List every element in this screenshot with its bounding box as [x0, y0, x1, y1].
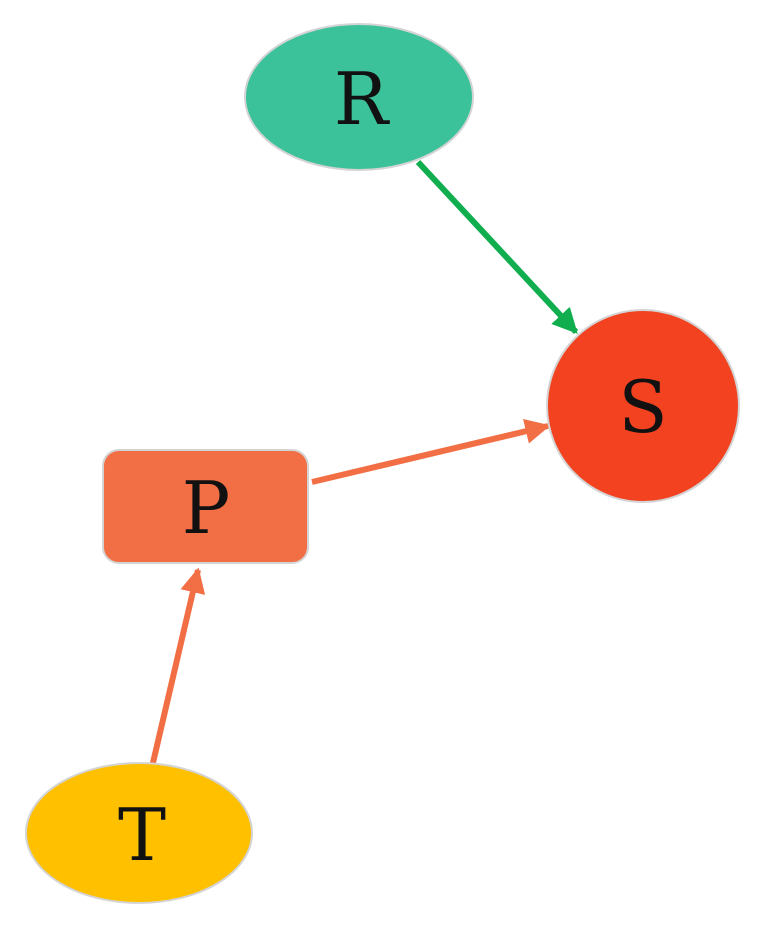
node-p[interactable]: P [102, 449, 309, 564]
node-r[interactable]: R [244, 23, 474, 171]
node-p-label: P [182, 466, 230, 550]
edge-p-to-s [311, 418, 551, 485]
edges [149, 159, 579, 768]
node-t-label: T [118, 793, 166, 877]
node-s-label: S [618, 365, 667, 449]
node-s-shape [546, 309, 740, 503]
node-p-shape [102, 449, 309, 564]
edge-t-to-p [149, 567, 206, 768]
node-t[interactable]: T [25, 762, 253, 904]
node-r-label: R [334, 57, 390, 141]
node-r-shape [244, 23, 474, 171]
node-s[interactable]: S [546, 309, 740, 503]
edge-r-to-s [415, 159, 579, 335]
node-t-shape [25, 762, 253, 904]
